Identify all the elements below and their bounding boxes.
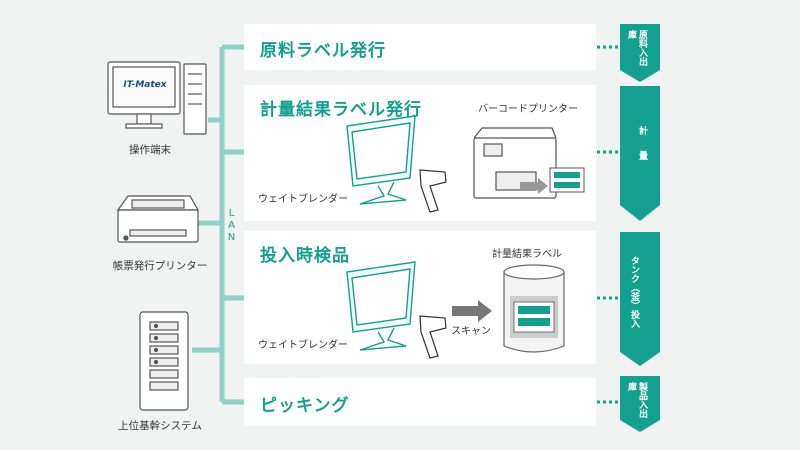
process-title-picking: ピッキング xyxy=(260,396,350,416)
tag-shape-weighing xyxy=(620,86,660,221)
weight-blender-label-2: ウェイトブレンダー xyxy=(258,340,348,351)
tank-with-label-icon xyxy=(503,264,565,353)
weight-blender-label-1: ウェイトブレンダー xyxy=(258,194,348,205)
tag-raw-io: 原料入出庫 xyxy=(626,30,647,66)
tag-shapes xyxy=(620,24,660,432)
process-title-inspection: 投入時検品 xyxy=(260,246,350,266)
printed-barcode-label-a xyxy=(549,167,585,193)
scan-label: スキャン xyxy=(451,326,491,337)
tag-shape-product-io xyxy=(620,376,660,432)
process-panel-picking: ピッキング xyxy=(244,378,596,426)
process-title-weighing-label: 計量結果ラベル発行 xyxy=(260,100,422,120)
server-icon xyxy=(139,311,189,411)
process-panel-raw-label: 原料ラベル発行 xyxy=(244,24,596,70)
form-printer-icon xyxy=(116,195,200,243)
tag-product-io: 製品入出庫 xyxy=(626,382,647,418)
lan-label: LAN xyxy=(226,208,237,244)
lan-network-lines xyxy=(192,44,244,405)
weight-blender-terminal-icon-a xyxy=(346,115,416,205)
tag-weighing: 計量 xyxy=(637,126,647,176)
tag-shape-raw-io xyxy=(620,24,660,82)
process-title-raw-label: 原料ラベル発行 xyxy=(260,41,386,61)
pc-terminal-icon xyxy=(107,61,207,135)
tag-shape-tank xyxy=(620,232,660,366)
tag-tank-input: タンク（釜）投入 xyxy=(629,256,639,328)
core-system-label: 上位基幹システム xyxy=(118,420,202,432)
terminal-screen-logo: IT-Matex xyxy=(123,80,167,90)
form-printer-label: 帳票発行プリンター xyxy=(112,260,208,272)
print-arrow-a xyxy=(520,178,548,194)
scanner-icon-b xyxy=(419,315,447,359)
barcode-printer-label: バーコードプリンター xyxy=(478,104,578,115)
weighing-result-label-caption: 計量結果ラベル xyxy=(492,249,562,260)
terminal-label: 操作端末 xyxy=(129,144,171,156)
scanner-icon-a xyxy=(419,169,447,213)
weight-blender-terminal-icon-b xyxy=(346,261,416,351)
scan-arrow-b xyxy=(452,300,492,322)
